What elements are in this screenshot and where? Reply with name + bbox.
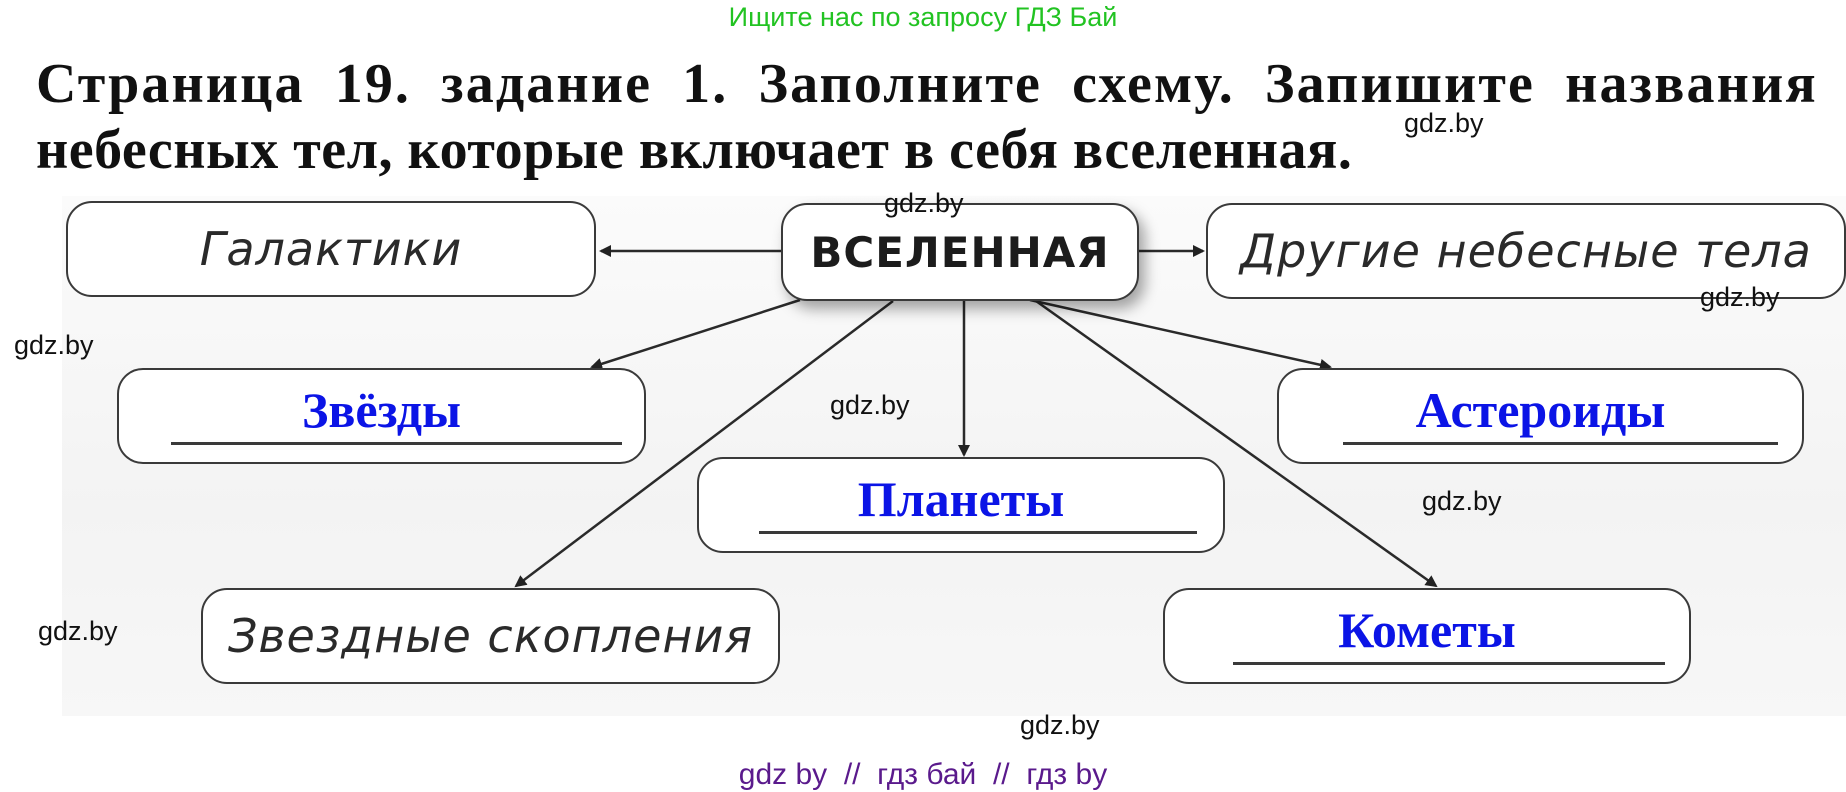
box-other-bodies: Другие небесные тела	[1206, 203, 1846, 299]
watermark: gdz.by	[1020, 710, 1100, 740]
box-stars: Звёзды	[117, 368, 646, 464]
box-comets: Кометы	[1163, 588, 1691, 684]
planets-answer: Планеты	[857, 471, 1065, 527]
answer-underline	[1343, 442, 1778, 445]
arrow-to-star-clusters	[514, 300, 894, 588]
watermark: gdz.by	[1700, 282, 1780, 312]
watermark: gdz.by	[1422, 486, 1502, 516]
watermark: gdz.by	[830, 390, 910, 420]
universe-label: ВСЕЛЕННАЯ	[810, 227, 1110, 277]
search-hint: Ищите нас по запросу ГДЗ Бай	[728, 2, 1118, 32]
answer-underline	[759, 531, 1197, 534]
star-clusters-label: Звездные скопления	[227, 609, 754, 663]
galaxies-label: Галактики	[199, 222, 463, 276]
box-star-clusters: Звездные скопления	[201, 588, 780, 684]
box-galaxies: Галактики	[66, 201, 596, 297]
watermark: gdz.by	[884, 188, 964, 218]
box-asteroids: Астероиды	[1277, 368, 1804, 464]
answer-underline	[1233, 662, 1665, 665]
arrow-to-comets	[1035, 299, 1438, 588]
task-title-line-2: небесных тел, которые включает в себя вс…	[36, 119, 1353, 181]
arrow-to-asteroids	[1029, 298, 1332, 371]
asteroids-answer: Астероиды	[1415, 382, 1666, 438]
task-title-line-1: Страница 19. задание 1. Заполните схему.…	[36, 53, 1818, 115]
watermark: gdz.by	[1404, 108, 1484, 138]
footer-links: gdz by // гдз бай // гдз by	[738, 758, 1108, 791]
comets-answer: Кометы	[1338, 602, 1516, 658]
answer-underline	[171, 442, 622, 445]
other-bodies-label: Другие небесные тела	[1240, 224, 1812, 278]
box-universe: ВСЕЛЕННАЯ	[781, 203, 1139, 301]
watermark: gdz.by	[14, 330, 94, 360]
box-planets: Планеты	[697, 457, 1225, 553]
watermark: gdz.by	[38, 616, 118, 646]
stars-answer: Звёзды	[301, 382, 462, 438]
arrow-to-stars	[590, 298, 801, 370]
